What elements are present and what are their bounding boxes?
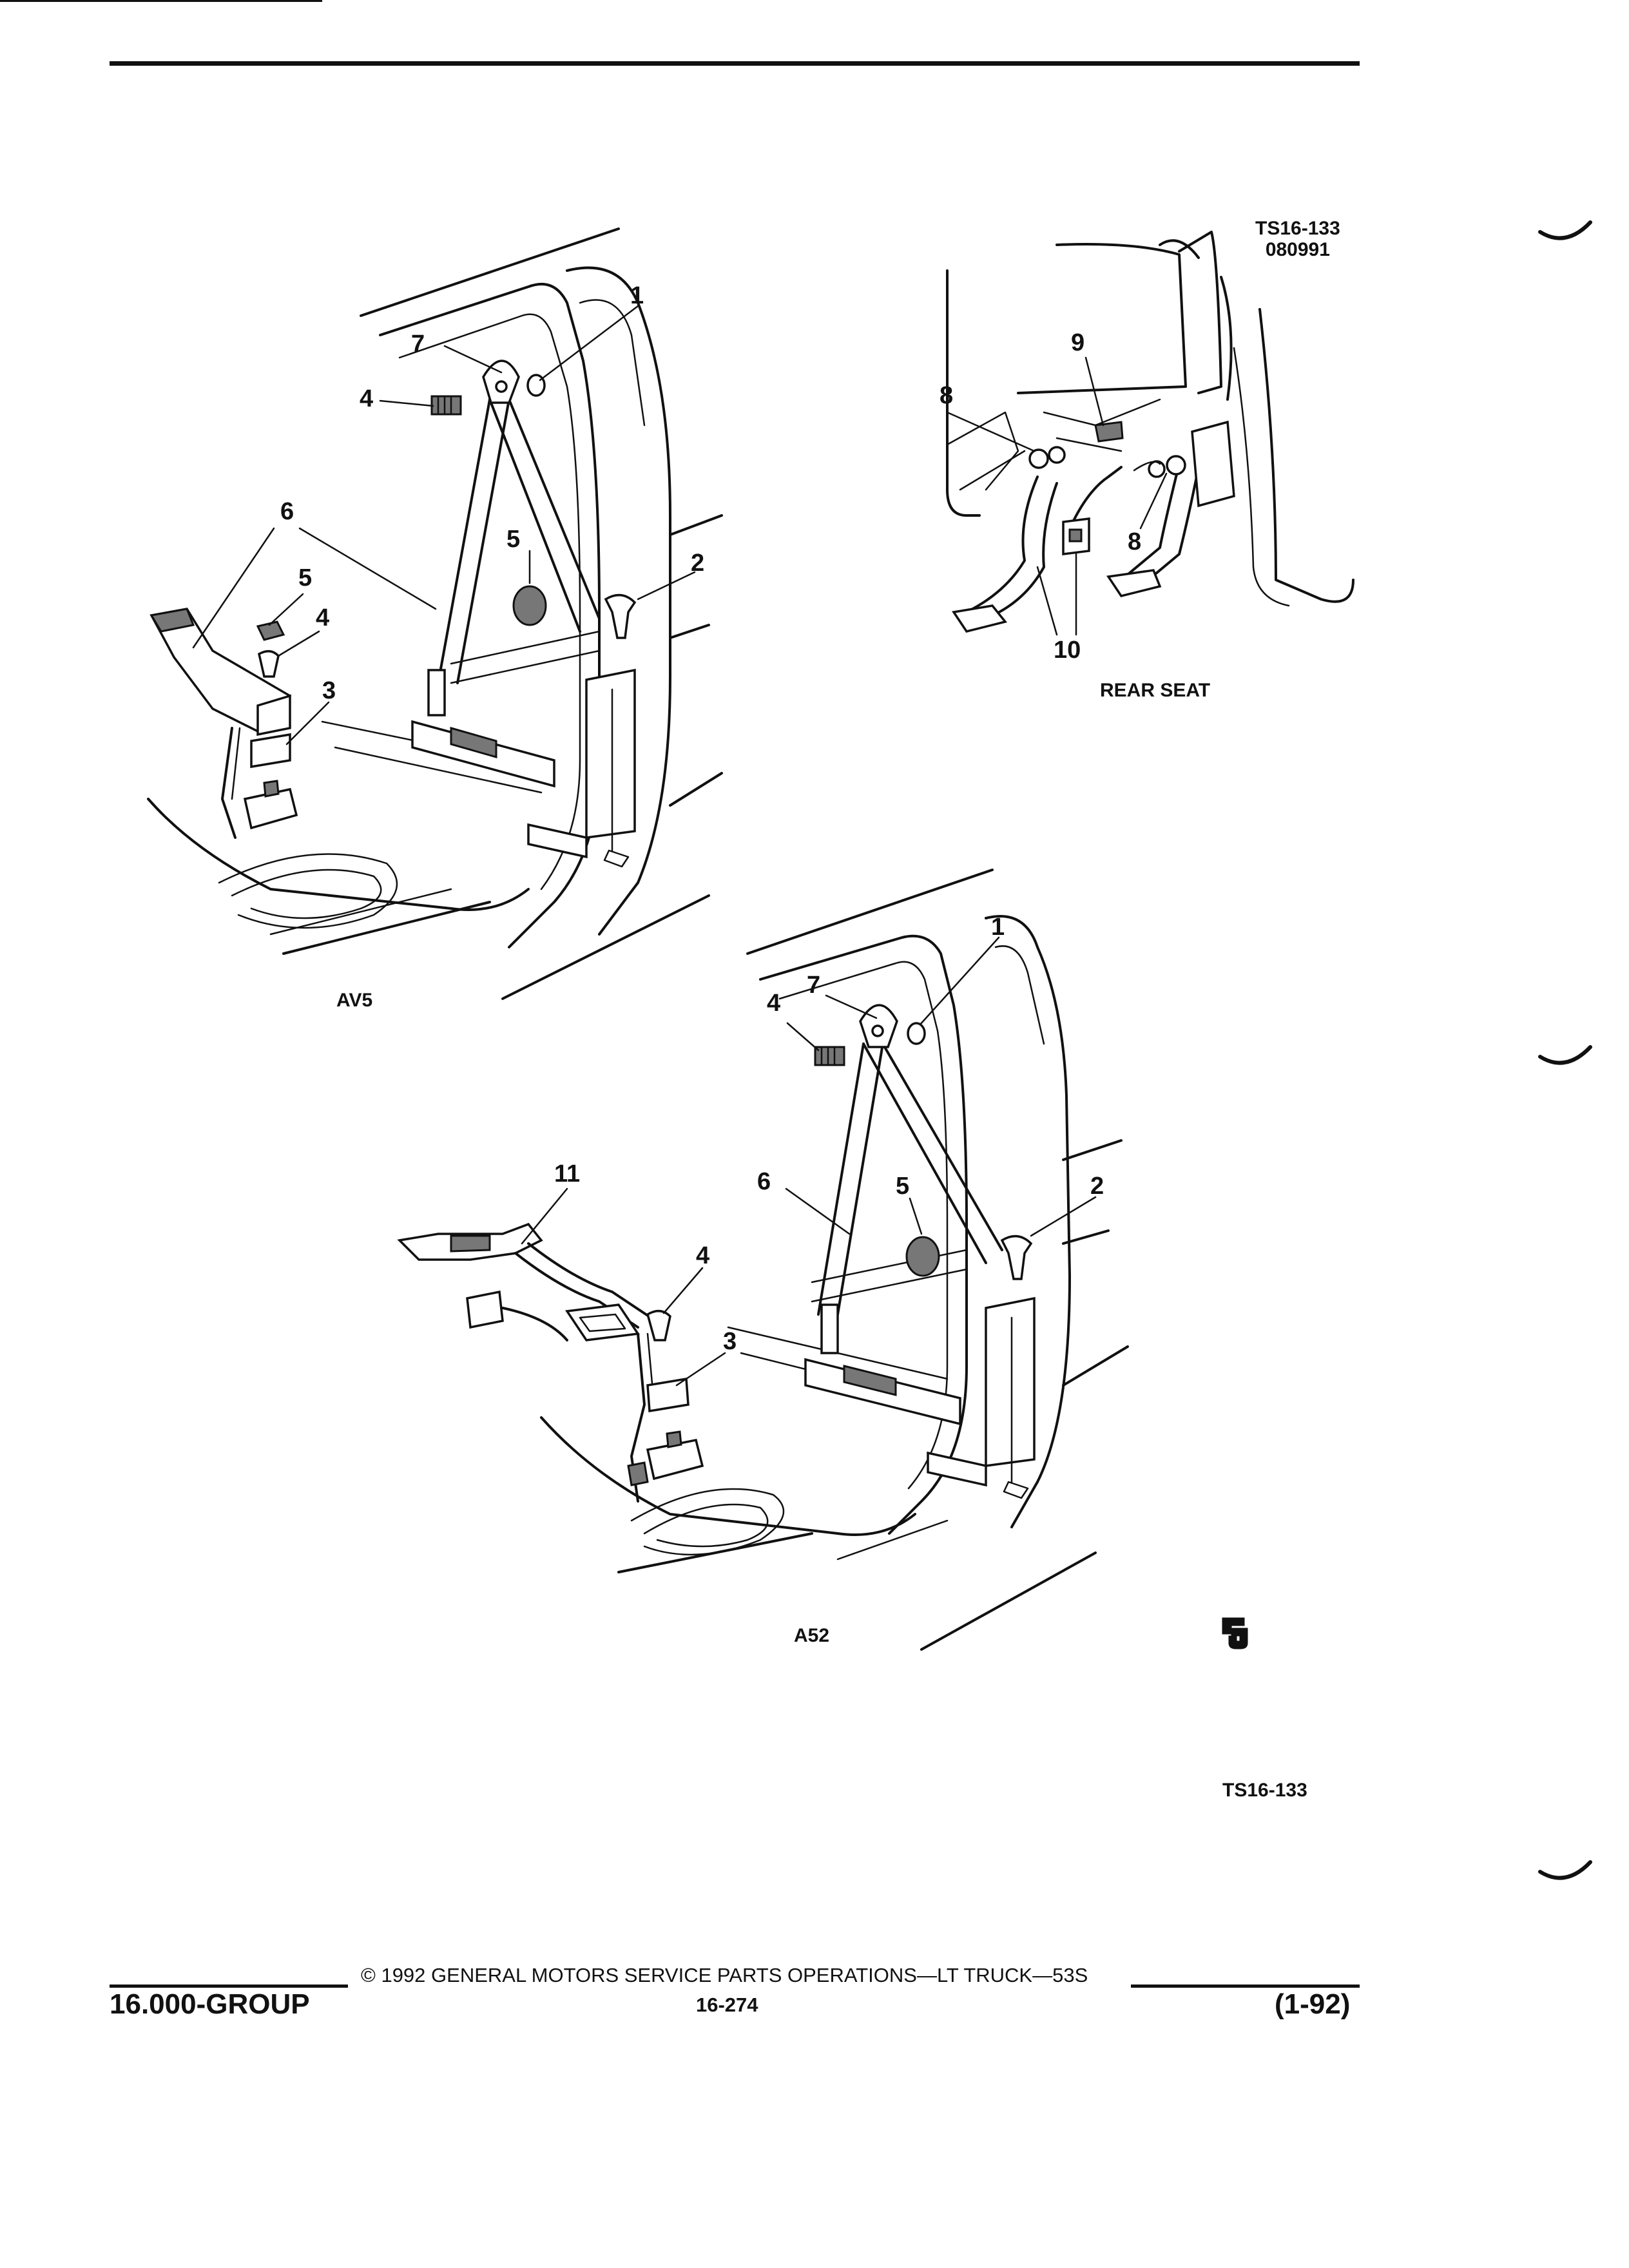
figure-id: TS16-133: [1222, 1780, 1307, 1801]
callout-label: 3: [723, 1328, 737, 1355]
callout-label: 4: [696, 1242, 710, 1269]
footer-copyright-text: © 1992 GENERAL MOTORS SERVICE PARTS OPER…: [361, 1964, 1088, 1986]
callout-label: 7: [807, 972, 821, 999]
callout-label: 8: [1128, 528, 1142, 555]
callout-label: 9: [1071, 329, 1085, 356]
callout-label: 2: [691, 550, 705, 577]
reference-code: TS16-133: [1255, 218, 1340, 239]
reference-block: TS16-133 080991: [1255, 218, 1340, 260]
footer-group: 16.000-GROUP: [110, 1988, 310, 2020]
callout-label: 7: [411, 331, 425, 358]
reference-date: 080991: [1265, 239, 1330, 260]
corner-mark: [0, 0, 322, 2]
callout-label: 5: [298, 564, 313, 591]
figure-caption-av5: AV5: [336, 990, 373, 1011]
gm-logo: [1222, 1617, 1248, 1649]
callout-label: 5: [506, 526, 521, 553]
callout-label: 4: [767, 990, 781, 1017]
a52-drawing: [397, 869, 1129, 1651]
callout-label: 1: [991, 914, 1005, 941]
callout-label: 6: [280, 498, 294, 525]
callout-label: 4: [360, 385, 374, 412]
figure-caption-a52: A52: [794, 1625, 830, 1646]
binder-tick: [1538, 220, 1592, 240]
footer-copyright: © 1992 GENERAL MOTORS SERVICE PARTS OPER…: [361, 1964, 1088, 1987]
footer-rule-right: [1131, 1984, 1360, 1988]
footer-rule-left: [110, 1984, 348, 1988]
footer-revision: (1-92): [1275, 1988, 1351, 2020]
header-rule: [110, 61, 1360, 66]
callout-label: 4: [316, 604, 330, 631]
av5-drawing: [147, 227, 723, 1000]
callout-label: 8: [940, 382, 954, 409]
binder-tick: [1538, 1860, 1592, 1880]
callout-label: 1: [630, 282, 644, 309]
callout-label: 11: [554, 1160, 581, 1187]
callout-label: 5: [896, 1173, 910, 1200]
callout-label: 6: [757, 1168, 771, 1195]
binder-tick: [1538, 1045, 1592, 1065]
footer-page: 16-274: [696, 1994, 758, 2016]
callout-label: 2: [1090, 1173, 1104, 1200]
callout-label: 3: [322, 677, 336, 704]
callout-label: 10: [1054, 637, 1081, 664]
figure-caption-rear-seat: REAR SEAT: [1100, 680, 1211, 701]
callout-leaders: [192, 305, 1168, 1387]
rear-seat-drawing: [946, 231, 1354, 633]
